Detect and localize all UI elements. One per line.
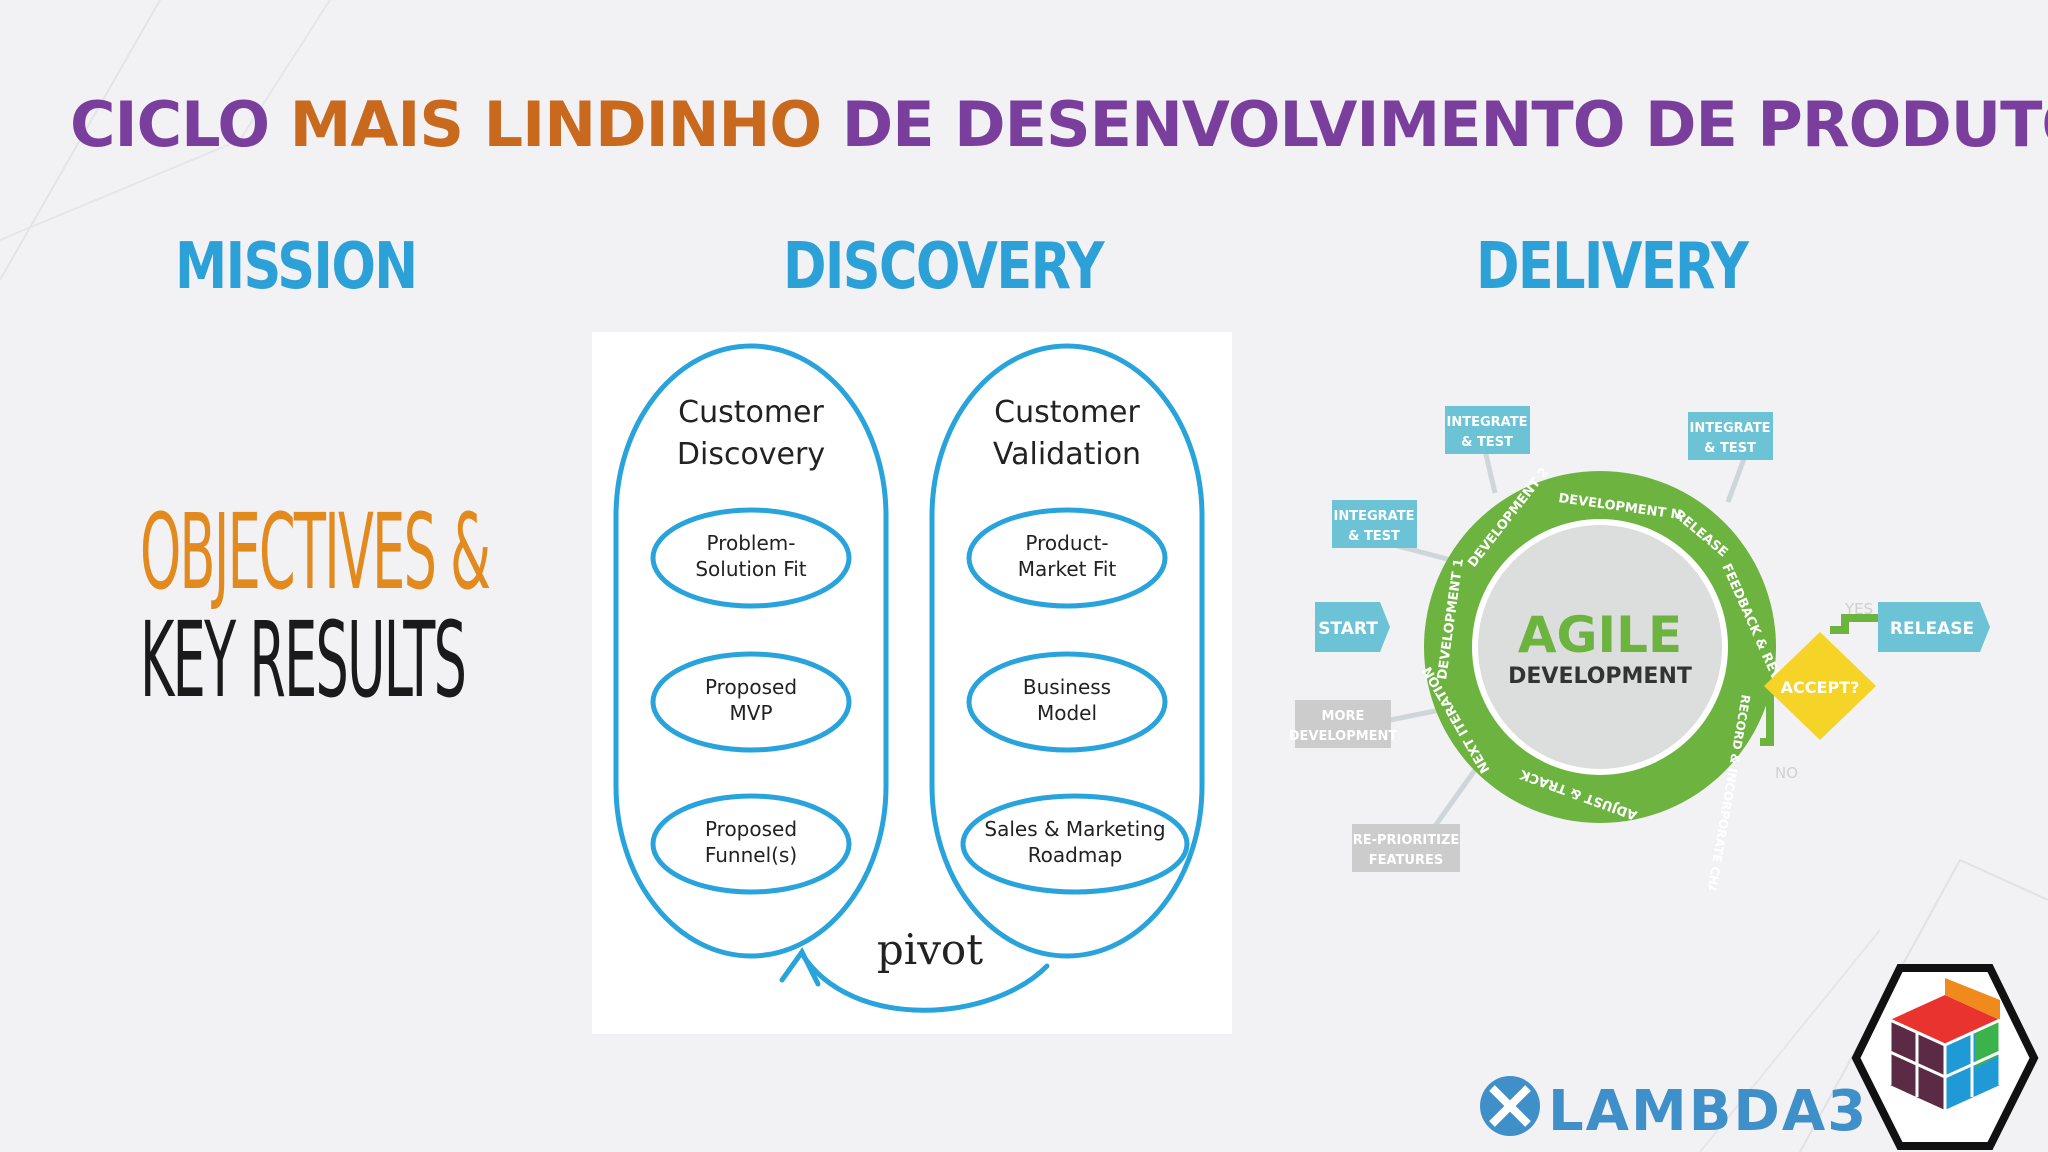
lambda3-logo: LAMBDA3 [1480, 964, 2039, 1150]
start-arrow [1315, 602, 1390, 652]
customer-development-diagram: Customer Discovery Customer Validation P… [592, 332, 1232, 1034]
item-business-model-1: Business [1023, 675, 1111, 699]
tag-reprio-a: RE-PRIORITIZE [1353, 833, 1460, 848]
release-arrow [1878, 602, 1990, 652]
agile-center [1478, 525, 1722, 769]
no-label: NO [1775, 764, 1798, 782]
item-sales-roadmap-2: Roadmap [1028, 843, 1123, 867]
okr-wordmark: OBJECTIVES & KEY RESULTS [140, 500, 764, 712]
item-sales-roadmap-1: Sales & Marketing [984, 817, 1165, 841]
tag-it2-a: INTEGRATE [1334, 509, 1415, 524]
okr-key-results: KEY RESULTS [140, 599, 467, 721]
heading-delivery: DELIVERY [1476, 230, 1749, 304]
tag-it3-b: & TEST [1704, 441, 1756, 456]
tag-it1-a: INTEGRATE [1447, 415, 1528, 430]
release-label: RELEASE [1890, 619, 1974, 639]
validation-title-2: Validation [993, 437, 1141, 472]
yes-label: YES [1844, 600, 1873, 618]
tag-it3-a: INTEGRATE [1690, 421, 1771, 436]
discovery-title-2: Discovery [677, 437, 825, 472]
item-problem-solution-2: Solution Fit [695, 557, 806, 581]
page-title: CICLO MAIS LINDINHO DE DESENVOLVIMENTO D… [70, 88, 2048, 161]
heading-mission: MISSION [175, 230, 418, 304]
item-problem-solution-1: Problem- [707, 531, 796, 555]
tag-it2-b: & TEST [1348, 529, 1400, 544]
validation-capsule [929, 343, 1205, 959]
item-funnel-1: Proposed [705, 817, 797, 841]
agile-word: AGILE [1518, 606, 1682, 664]
item-funnel-2: Funnel(s) [705, 843, 797, 867]
item-product-market-2: Market Fit [1018, 557, 1117, 581]
pivot-label: pivot [877, 925, 983, 974]
heading-discovery: DISCOVERY [783, 230, 1104, 304]
logo-text: LAMBDA3 [1548, 1079, 1868, 1144]
okr-objectives: OBJECTIVES & [140, 491, 491, 613]
tag-more-b: DEVELOPMENT [1290, 729, 1397, 744]
validation-title-1: Customer [994, 395, 1140, 430]
item-mvp-1: Proposed [705, 675, 797, 699]
item-product-market-1: Product- [1025, 531, 1108, 555]
item-mvp-2: MVP [730, 701, 773, 725]
tag-it1-b: & TEST [1461, 435, 1513, 450]
development-word: DEVELOPMENT [1508, 664, 1692, 689]
start-label: START [1318, 619, 1378, 639]
item-business-model-2: Model [1037, 701, 1097, 725]
agile-development-diagram: DEVELOPMENT 1 DEVELOPMENT 2 DEVELOPMENT … [1290, 406, 1990, 890]
discovery-capsule [613, 343, 889, 959]
discovery-title-1: Customer [678, 395, 824, 430]
tag-reprio-b: FEATURES [1369, 853, 1444, 868]
accept-diamond [1764, 632, 1876, 740]
accept-label: ACCEPT? [1781, 678, 1860, 697]
tag-more-a: MORE [1322, 709, 1365, 724]
